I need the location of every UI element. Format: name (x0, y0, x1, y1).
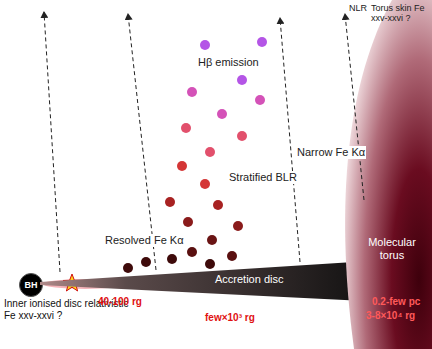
annotation-label: 3-8×10⁴ rg (366, 310, 415, 322)
node-text: BH (25, 280, 38, 290)
black-hole-circle: BH (19, 273, 43, 297)
annotation-label: NLR (349, 3, 367, 13)
accretion-disc-band: Accretion disc (40, 258, 385, 303)
disc-wedge (40, 260, 385, 302)
annotation-label: 0.2-few pc (372, 296, 420, 308)
annotation-label: Torus skin Fe xxv-xxvi ? (371, 3, 430, 24)
annotation-label: Narrow Fe Kα (296, 146, 366, 159)
annotation-label: 40-100 rg (98, 296, 142, 308)
annotation-label: Hβ emission (197, 56, 260, 69)
node-text: Accretion disc (215, 273, 283, 286)
annotation-label: Stratified BLR (228, 171, 298, 184)
node-text: Molecular torus (356, 236, 428, 261)
dashed-arrows (44, 12, 364, 272)
annotation-label: few×10³ rg (205, 312, 255, 324)
disc-shape (40, 258, 385, 303)
torus-body (345, 0, 432, 349)
annotation-label: Resolved Fe Kα (104, 234, 185, 247)
